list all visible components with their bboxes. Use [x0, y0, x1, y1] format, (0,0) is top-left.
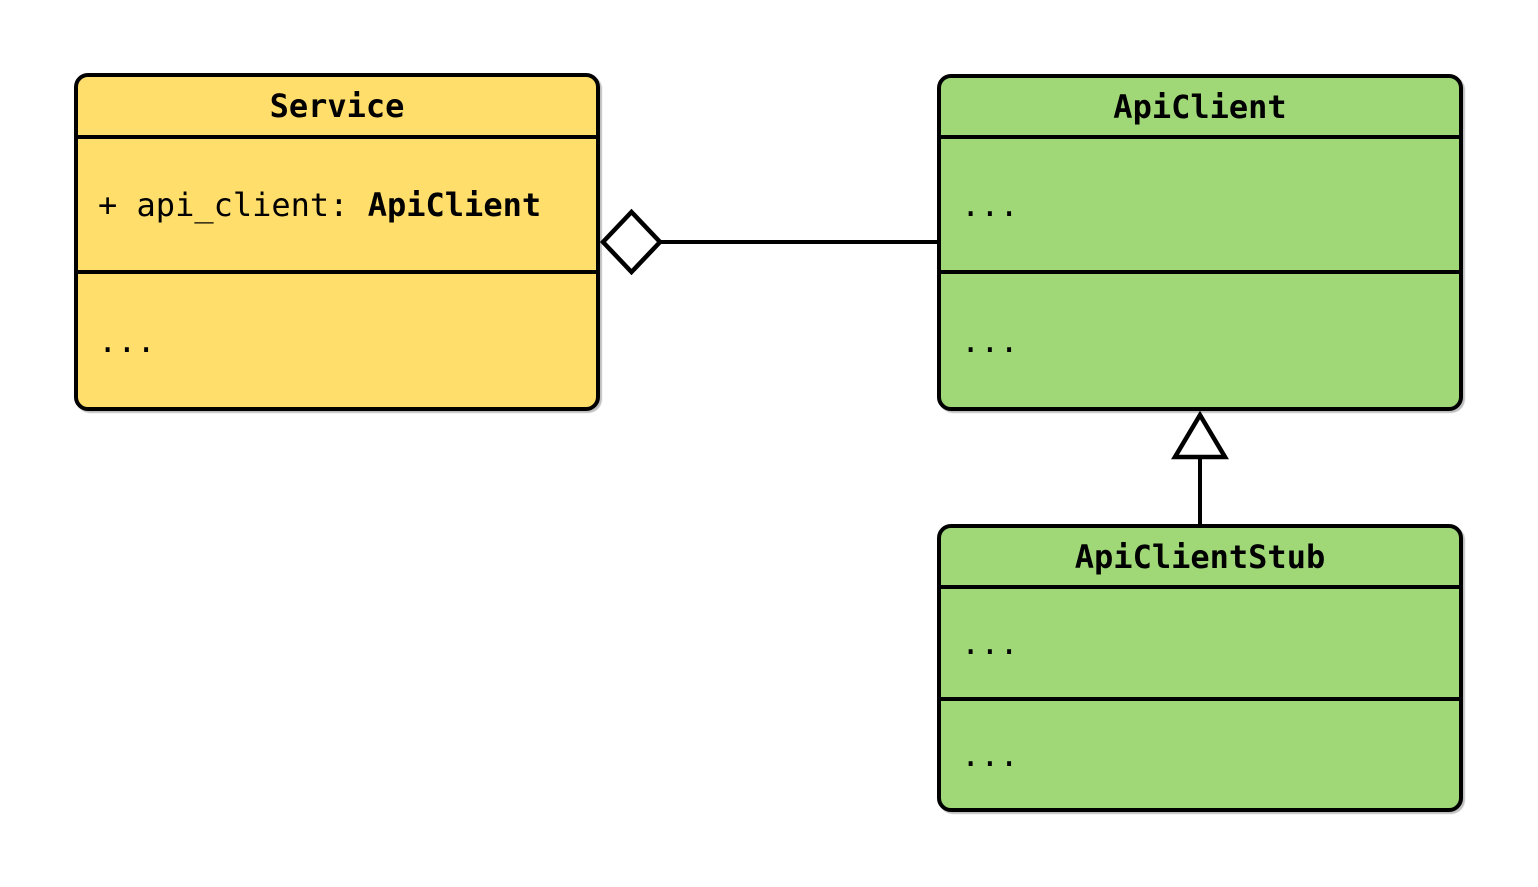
- class-attributes-service: + api_client: ApiClient: [78, 139, 596, 274]
- class-methods-apiclient: ...: [961, 321, 1019, 360]
- class-attributes-apiclient: ...: [941, 139, 1459, 274]
- class-node-service: Service + api_client: ApiClient ...: [74, 73, 600, 411]
- inheritance-triangle-icon: [1171, 410, 1229, 460]
- attribute-text: + api_client:: [98, 185, 368, 224]
- class-title-apiclient: ApiClient: [941, 78, 1459, 139]
- attribute-type-text: ApiClient: [367, 185, 542, 224]
- class-title-apiclientstub: ApiClientStub: [941, 528, 1459, 589]
- class-attributes-apiclientstub: ...: [941, 589, 1459, 701]
- class-title-service: Service: [78, 77, 596, 139]
- class-methods-apiclientstub: ...: [961, 735, 1019, 774]
- class-node-apiclientstub: ApiClientStub ... ...: [937, 524, 1463, 812]
- aggregation-diamond-icon: [599, 208, 664, 276]
- class-node-apiclient: ApiClient ... ...: [937, 74, 1463, 411]
- class-methods-service: ...: [98, 321, 156, 360]
